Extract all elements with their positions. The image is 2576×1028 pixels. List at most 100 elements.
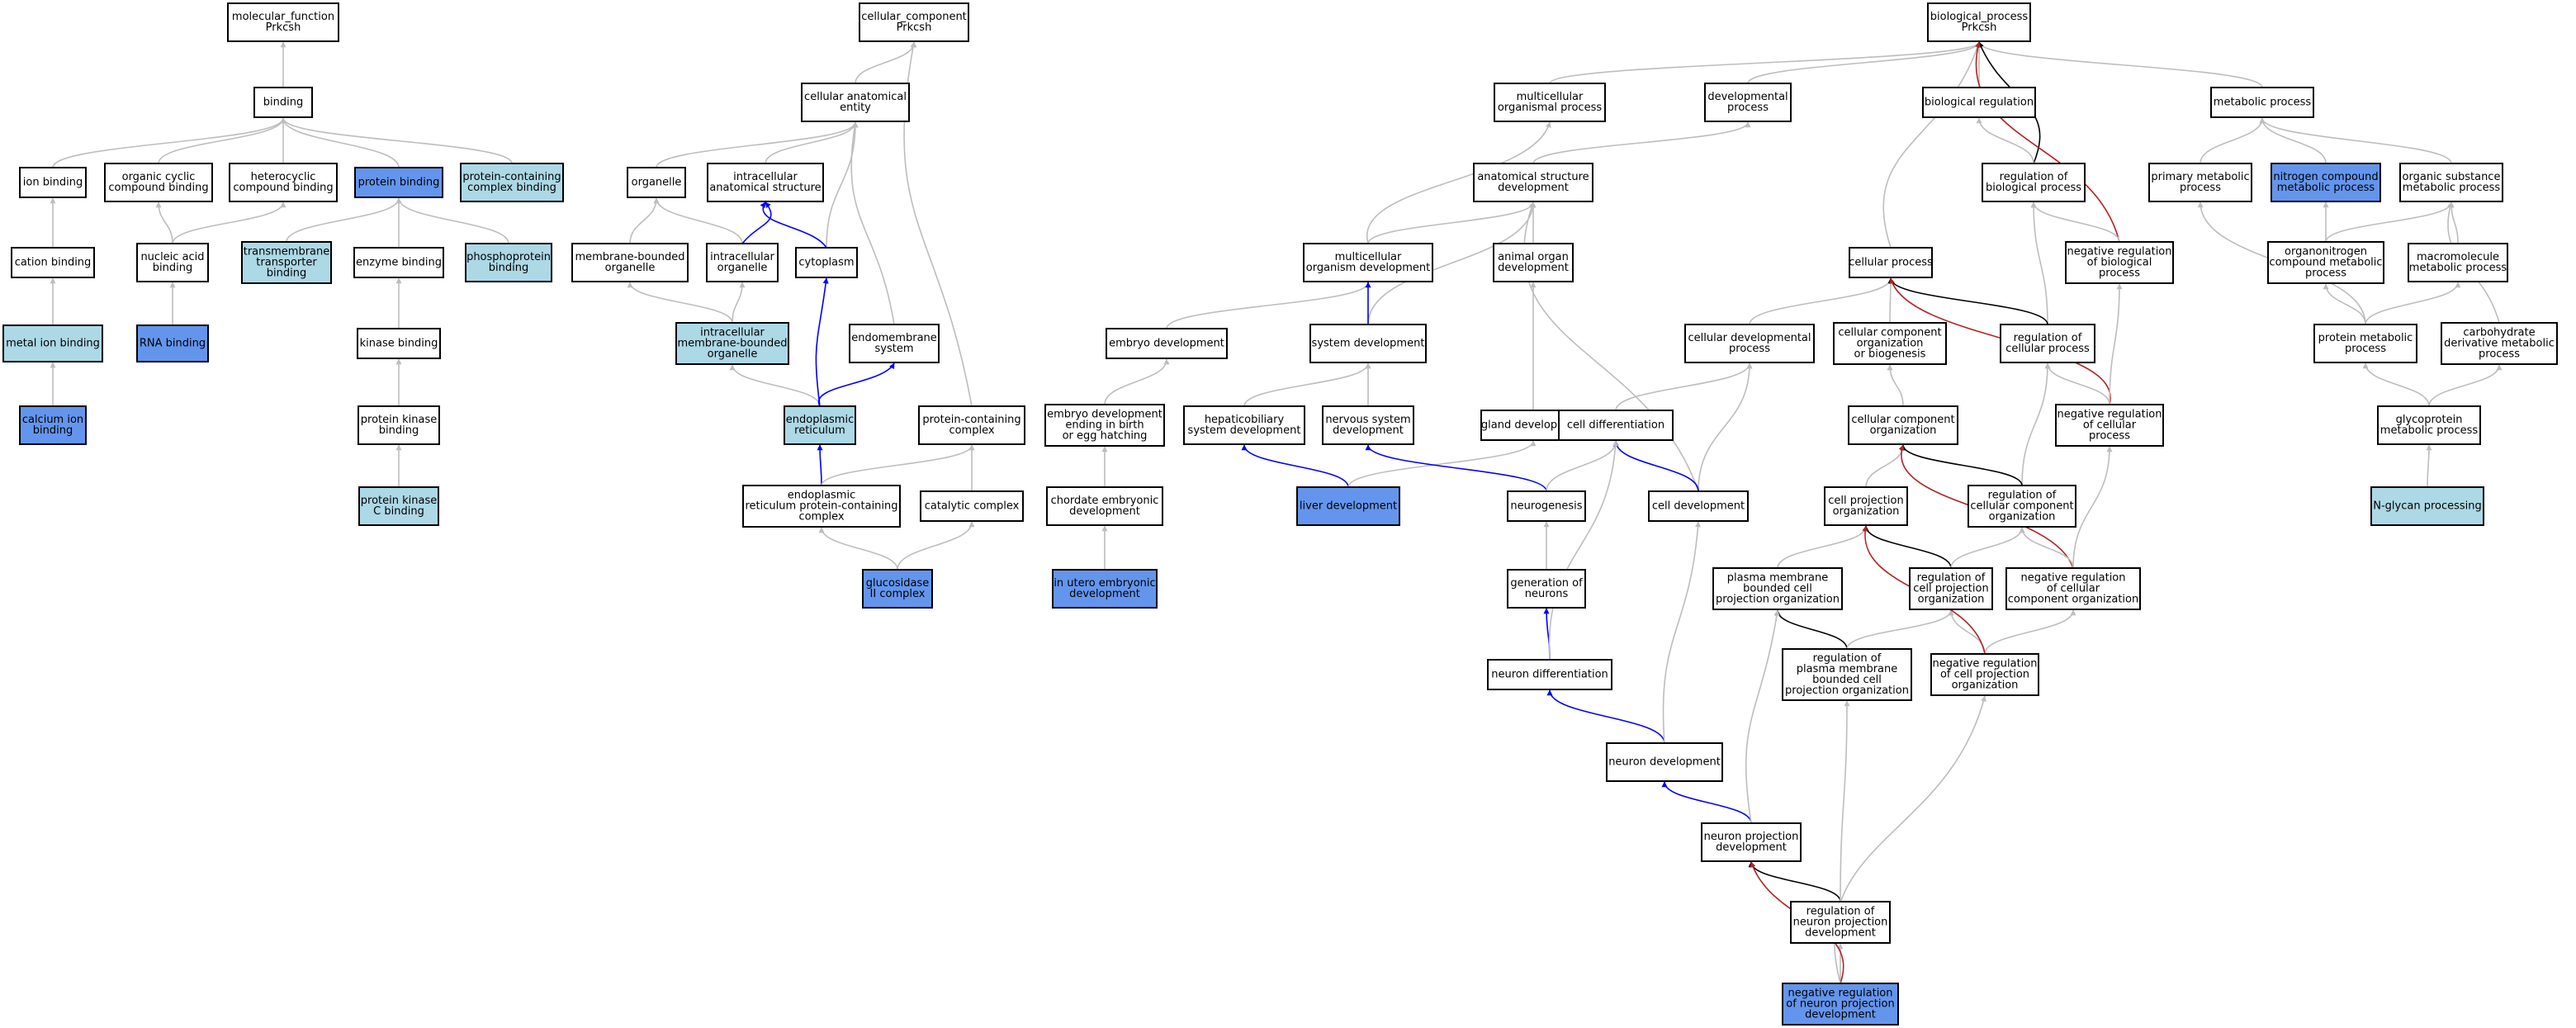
node-label: compound binding: [233, 182, 333, 194]
node-protbind[interactable]: protein binding: [354, 167, 443, 198]
edge-gluc-to-erpcc: [818, 527, 898, 571]
edge-line: [2019, 527, 2074, 569]
node-label: protein metabolic: [2318, 332, 2413, 344]
edge-line: [2426, 444, 2432, 488]
node-metab[interactable]: metabolic process: [2210, 87, 2314, 118]
node-enzbind[interactable]: enzyme binding: [353, 247, 444, 278]
node-embdev[interactable]: embryo development: [1106, 328, 1228, 359]
node-label: neuron development: [1608, 756, 1721, 769]
node-box: [227, 2, 339, 42]
node-neurog[interactable]: neurogenesis: [1507, 490, 1586, 522]
node-box: [2210, 87, 2314, 118]
node-bioreg[interactable]: biological regulation: [1922, 87, 2036, 118]
node-label: cation binding: [15, 257, 92, 269]
edge-celldevp-to-cellproc: [1749, 277, 1894, 325]
node-label: or biogenesis: [1854, 348, 1926, 361]
node-box: [2005, 567, 2141, 610]
node-celldiff[interactable]: cell differentiation: [1558, 410, 1674, 441]
node-neurdiff[interactable]: neuron differentiation: [1487, 659, 1612, 690]
node-cellproc[interactable]: cellular process: [1849, 247, 1933, 278]
edge-line: [1748, 861, 1841, 902]
node-catcx[interactable]: catalytic complex: [920, 490, 1024, 522]
node-celldev[interactable]: cell development: [1648, 490, 1749, 522]
edge-line: [1615, 362, 1753, 411]
node-kinbind[interactable]: kinase binding: [357, 328, 441, 359]
node-nglycan[interactable]: N-glycan processing: [2370, 486, 2484, 526]
node-neurdev[interactable]: neuron development: [1606, 742, 1723, 782]
node-label: neurons: [1525, 588, 1569, 600]
node-sysdev[interactable]: system development: [1309, 324, 1427, 363]
node-liver[interactable]: liver development: [1296, 486, 1400, 526]
node-cyto[interactable]: cytoplasm: [795, 247, 858, 278]
node-metalion[interactable]: metal ion binding: [2, 325, 103, 362]
node-binding[interactable]: binding: [253, 87, 313, 118]
edge-line: [850, 121, 895, 325]
node-organelle[interactable]: organelle: [627, 167, 686, 198]
node-ionbind[interactable]: ion binding: [19, 167, 87, 198]
node-box: [19, 167, 87, 198]
node-label: C binding: [373, 505, 424, 518]
node-cation[interactable]: cation binding: [11, 247, 95, 278]
edge-line: [1365, 444, 1547, 492]
node-rnabind[interactable]: RNA binding: [136, 325, 209, 362]
